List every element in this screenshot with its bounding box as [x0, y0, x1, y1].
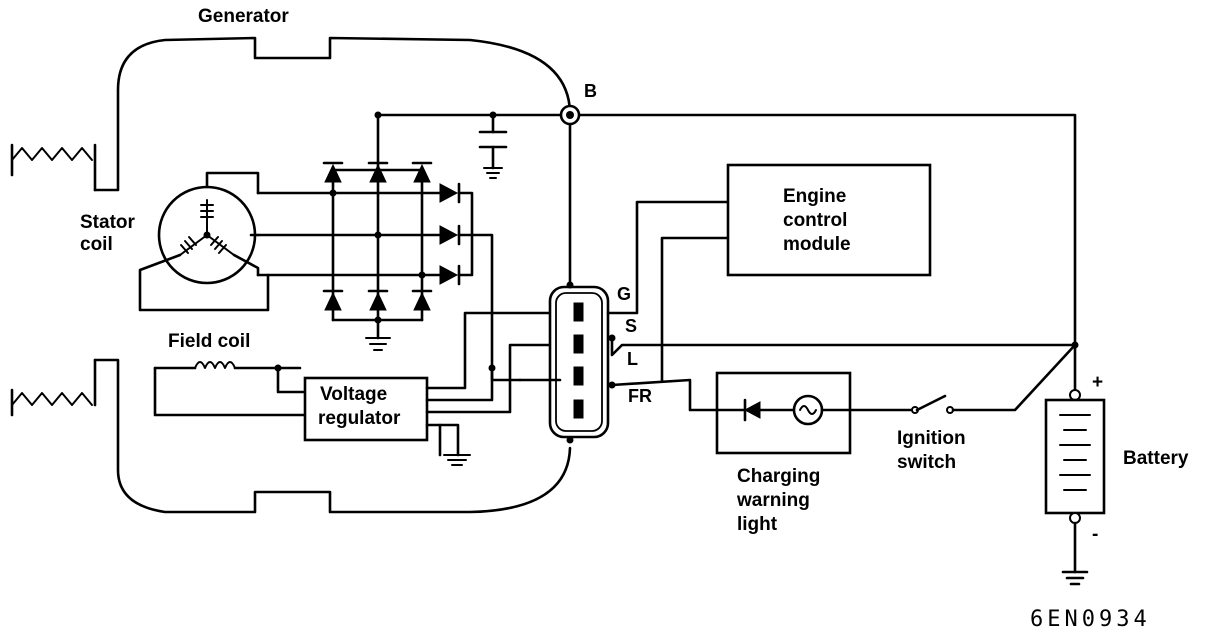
label-terminal-s: S	[625, 316, 637, 336]
label-terminal-l: L	[627, 349, 638, 369]
label-charging-warning-light-line2: warning	[736, 490, 810, 511]
label-voltage-regulator-line2: regulator	[318, 408, 401, 429]
voltage-regulator-box	[303, 376, 429, 442]
label-terminal-fr: FR	[628, 386, 652, 406]
label-battery-positive: +	[1092, 372, 1103, 393]
engine-control-module-box	[726, 163, 932, 277]
label-battery-negative: -	[1092, 524, 1098, 545]
label-stator-coil-line2: coil	[80, 234, 113, 255]
figure-code: 6EN0934	[1030, 607, 1151, 632]
ignition-switch-symbol	[848, 343, 1077, 414]
label-ecm-line3: module	[783, 234, 851, 255]
label-battery: Battery	[1123, 448, 1189, 469]
generator-housing-outline	[93, 36, 572, 514]
terminal-pin-wiring	[606, 200, 1077, 412]
pulley-upper	[10, 143, 97, 192]
label-generator: Generator	[198, 6, 289, 27]
terminal-b-center	[566, 111, 574, 119]
label-ecm-line1: Engine	[783, 186, 846, 207]
regulator-wiring	[425, 311, 562, 457]
label-ecm-line2: control	[783, 210, 847, 231]
charging-warning-light-box	[715, 371, 852, 455]
battery-symbol	[1044, 343, 1106, 586]
label-field-coil: Field coil	[168, 331, 250, 352]
terminal-connector	[488, 281, 610, 444]
label-terminal-g: G	[617, 284, 631, 304]
warning-light-symbol	[715, 394, 852, 426]
b-plus-line	[376, 113, 1077, 347]
label-ignition-switch-line1: Ignition	[897, 428, 966, 449]
field-coil	[153, 361, 307, 417]
label-ignition-switch-line2: switch	[897, 452, 956, 473]
rectifier-bridge	[256, 111, 494, 370]
pulley-lower	[10, 358, 97, 417]
label-terminal-b: B	[584, 81, 597, 101]
label-voltage-regulator-line1: Voltage	[320, 384, 387, 405]
label-charging-warning-light-line1: Charging	[737, 466, 820, 487]
label-charging-warning-light-line3: light	[737, 514, 778, 535]
capacitor-symbol	[478, 111, 508, 179]
label-stator-coil-line1: Stator	[80, 212, 136, 233]
stator-coil	[138, 171, 270, 312]
